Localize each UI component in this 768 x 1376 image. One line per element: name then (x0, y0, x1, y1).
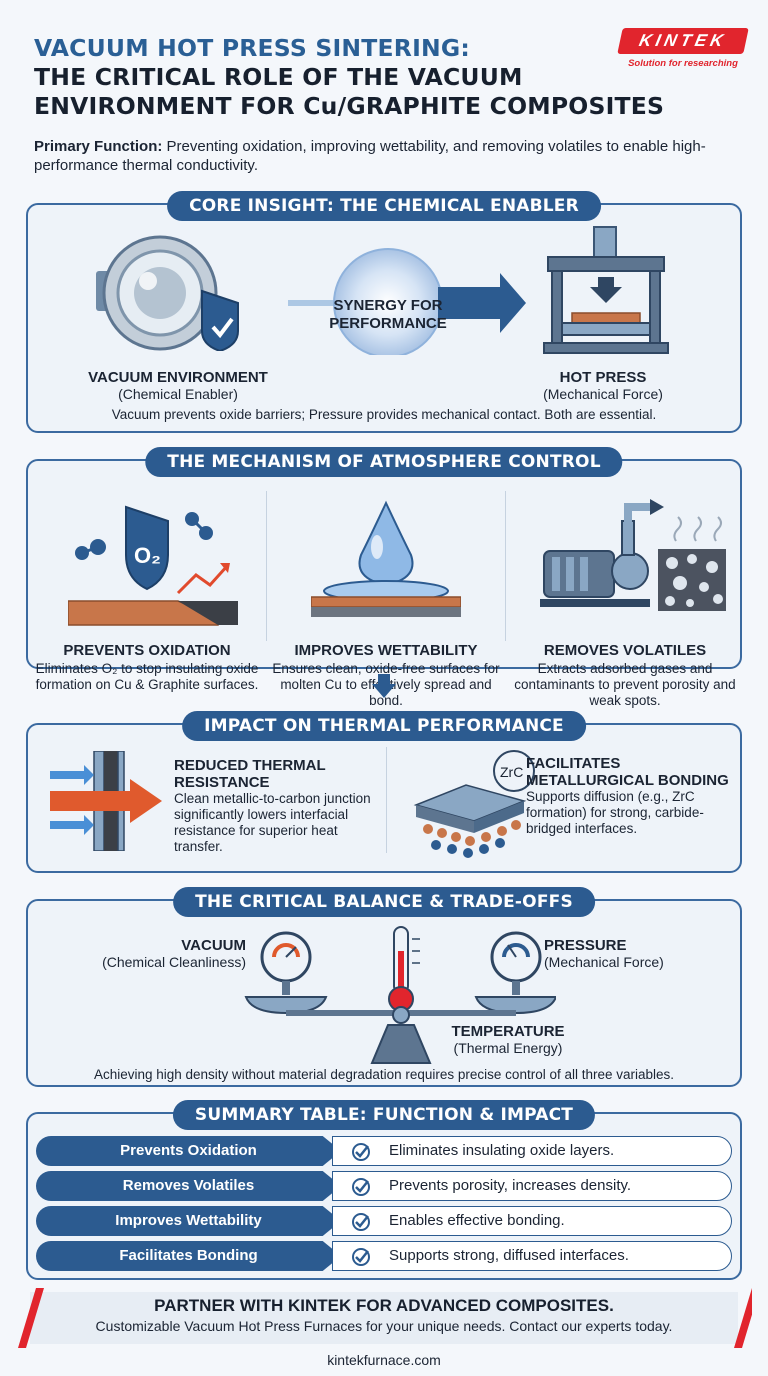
metallurgical-bonding-text: Supports diffusion (e.g., ZrC formation)… (526, 789, 704, 836)
synergy-arrow-icon (288, 248, 526, 355)
impact-heading: IMPACT ON THERMAL PERFORMANCE (182, 711, 586, 741)
vacuum-environment-title: VACUUM ENVIRONMENT (88, 369, 268, 386)
mechanism-wettability: IMPROVES WETTABILITY Ensures clean, oxid… (267, 500, 505, 708)
title-line-1: VACUUM HOT PRESS SINTERING: (34, 34, 470, 62)
check-circle-icon (352, 1143, 370, 1161)
summary-impact: Eliminates insulating oxide layers. (389, 1142, 615, 1159)
cta-banner[interactable]: PARTNER WITH KINTEK FOR ADVANCED COMPOSI… (18, 1288, 752, 1348)
balance-panel: THE CRITICAL BALANCE & TRADE-OFFS VACUUM… (26, 887, 742, 1087)
temperature-sub: (Thermal Energy) (453, 1040, 563, 1056)
logo-wordmark: KINTEK (617, 28, 749, 54)
mechanism-panel: THE MECHANISM OF ATMOSPHERE CONTROL O₂ P… (26, 447, 744, 708)
cta-title: PARTNER WITH KINTEK FOR ADVANCED COMPOSI… (154, 1296, 614, 1315)
summary-impact: Prevents porosity, increases density. (389, 1177, 632, 1194)
balance-footer: Achieving high density without material … (93, 1067, 675, 1082)
oxidation-caption: PREVENTS OXIDATION Eliminates O₂ to stop… (28, 643, 266, 693)
primary-text: Preventing oxidation, improving wettabil… (34, 138, 706, 174)
divider (505, 491, 506, 641)
table-row: Removes Volatiles Prevents porosity, inc… (36, 1171, 732, 1201)
summary-impact-cell: Eliminates insulating oxide layers. (332, 1136, 732, 1166)
temperature-label: TEMPERATURE (Thermal Energy) (418, 1023, 598, 1057)
vacuum-title: VACUUM (181, 937, 246, 954)
divider (386, 747, 387, 853)
metallurgical-bonding-block: FACILITATES METALLURGICAL BONDING Suppor… (526, 755, 736, 837)
summary-impact: Enables effective bonding. (389, 1212, 565, 1229)
summary-impact: Supports strong, diffused interfaces. (389, 1247, 629, 1264)
kintek-logo[interactable]: KINTEK Solution for researching (617, 28, 749, 69)
check-circle-icon (352, 1248, 370, 1266)
hot-press-caption: HOT PRESS (Mechanical Force) (498, 369, 708, 403)
wettability-text: Ensures clean, oxide-free surfaces for m… (272, 661, 500, 708)
summary-function: Improves Wettability (36, 1206, 341, 1236)
temperature-title: TEMPERATURE (451, 1023, 565, 1040)
zrc-label: ZrC (500, 764, 523, 780)
core-insight-footer: Vacuum prevents oxide barriers; Pressure… (111, 407, 657, 422)
summary-function: Removes Volatiles (36, 1171, 341, 1201)
vacuum-sub: (Chemical Cleanliness) (102, 954, 246, 970)
title-line-2: THE CRITICAL ROLE OF THE VACUUM (34, 63, 523, 91)
mechanism-heading: THE MECHANISM OF ATMOSPHERE CONTROL (145, 447, 623, 477)
vacuum-environment-caption: VACUUM ENVIRONMENT (Chemical Enabler) (58, 369, 298, 403)
o2-badge: O₂ (134, 543, 161, 568)
hot-press-title: HOT PRESS (559, 369, 647, 386)
synergy-label: SYNERGY FOR PERFORMANCE (329, 297, 447, 332)
table-row: Improves Wettability Enables effective b… (36, 1206, 732, 1236)
volatiles-title: REMOVES VOLATILES (543, 642, 707, 659)
hot-press-icon (543, 226, 669, 354)
core-insight-heading: CORE INSIGHT: THE CHEMICAL ENABLER (167, 191, 601, 221)
table-row: Facilitates Bonding Supports strong, dif… (36, 1241, 732, 1271)
pressure-title: PRESSURE (544, 937, 627, 954)
summary-impact-cell: Supports strong, diffused interfaces. (332, 1241, 732, 1271)
summary-impact-cell: Prevents porosity, increases density. (332, 1171, 732, 1201)
cta-subtitle: Customizable Vacuum Hot Press Furnaces f… (95, 1318, 673, 1334)
thermal-resistance-icon (50, 751, 162, 851)
summary-heading: SUMMARY TABLE: FUNCTION & IMPACT (172, 1100, 596, 1130)
droplet-icon (311, 500, 461, 617)
vacuum-chamber-icon (96, 235, 239, 351)
table-row: Prevents Oxidation Eliminates insulating… (36, 1136, 732, 1166)
hot-press-sub: (Mechanical Force) (543, 386, 663, 402)
primary-label: Primary Function: (34, 138, 163, 155)
oxidation-text: Eliminates O₂ to stop insulating oxide f… (35, 661, 259, 692)
vacuum-label: VACUUM (Chemical Cleanliness) (46, 937, 246, 971)
mechanism-volatiles: REMOVES VOLATILES Extracts adsorbed gase… (506, 499, 744, 708)
divider (266, 491, 267, 641)
vacuum-pump-icon (540, 499, 726, 611)
metallurgical-bonding-title: FACILITATES METALLURGICAL BONDING (526, 755, 729, 789)
balance-heading: THE CRITICAL BALANCE & TRADE-OFFS (173, 887, 595, 917)
vacuum-environment-sub: (Chemical Enabler) (118, 386, 238, 402)
title-line-3: ENVIRONMENT FOR Cu/GRAPHITE COMPOSITES (34, 92, 665, 120)
cta-text: PARTNER WITH KINTEK FOR ADVANCED COMPOSI… (30, 1292, 738, 1334)
summary-impact-cell: Enables effective bonding. (332, 1206, 732, 1236)
oxidation-title: PREVENTS OXIDATION (63, 642, 231, 659)
volatiles-text: Extracts adsorbed gases and contaminants… (514, 661, 736, 708)
primary-function: Primary Function: Preventing oxidation, … (34, 137, 734, 175)
impact-panel: IMPACT ON THERMAL PERFORMANCE REDUCED TH… (26, 711, 742, 873)
mechanism-oxidation: O₂ PREVENTS OXIDATION Eliminates O₂ to s… (28, 503, 266, 692)
volatiles-caption: REMOVES VOLATILES Extracts adsorbed gase… (506, 643, 744, 709)
balance-scale-icon (244, 926, 556, 1064)
wettability-caption: IMPROVES WETTABILITY Ensures clean, oxid… (267, 643, 505, 709)
thermal-resistance-text: Clean metallic-to-carbon junction signif… (174, 791, 371, 854)
website-link[interactable]: kintekfurnace.com (327, 1352, 441, 1368)
pressure-sub: (Mechanical Force) (544, 954, 664, 970)
down-arrow-icon (372, 674, 396, 698)
logo-tagline: Solution for researching (628, 58, 738, 69)
summary-function: Facilitates Bonding (36, 1241, 341, 1271)
check-circle-icon (352, 1213, 370, 1231)
core-insight-panel: CORE INSIGHT: THE CHEMICAL ENABLER VACUU… (26, 191, 742, 433)
wettability-title: IMPROVES WETTABILITY (294, 642, 478, 659)
banner-red-stripes (18, 1288, 752, 1348)
pressure-label: PRESSURE (Mechanical Force) (544, 937, 734, 971)
oxidation-shield-icon: O₂ (68, 505, 238, 626)
check-circle-icon (352, 1178, 370, 1196)
thermal-resistance-title: REDUCED THERMAL RESISTANCE (174, 757, 326, 791)
thermal-resistance-block: REDUCED THERMAL RESISTANCE Clean metalli… (174, 757, 386, 855)
header: VACUUM HOT PRESS SINTERING: THE CRITICAL… (0, 0, 768, 200)
metallurgical-bonding-icon: ZrC (413, 750, 535, 858)
summary-function: Prevents Oxidation (36, 1136, 341, 1166)
page-title: VACUUM HOT PRESS SINTERING: THE CRITICAL… (34, 34, 754, 121)
